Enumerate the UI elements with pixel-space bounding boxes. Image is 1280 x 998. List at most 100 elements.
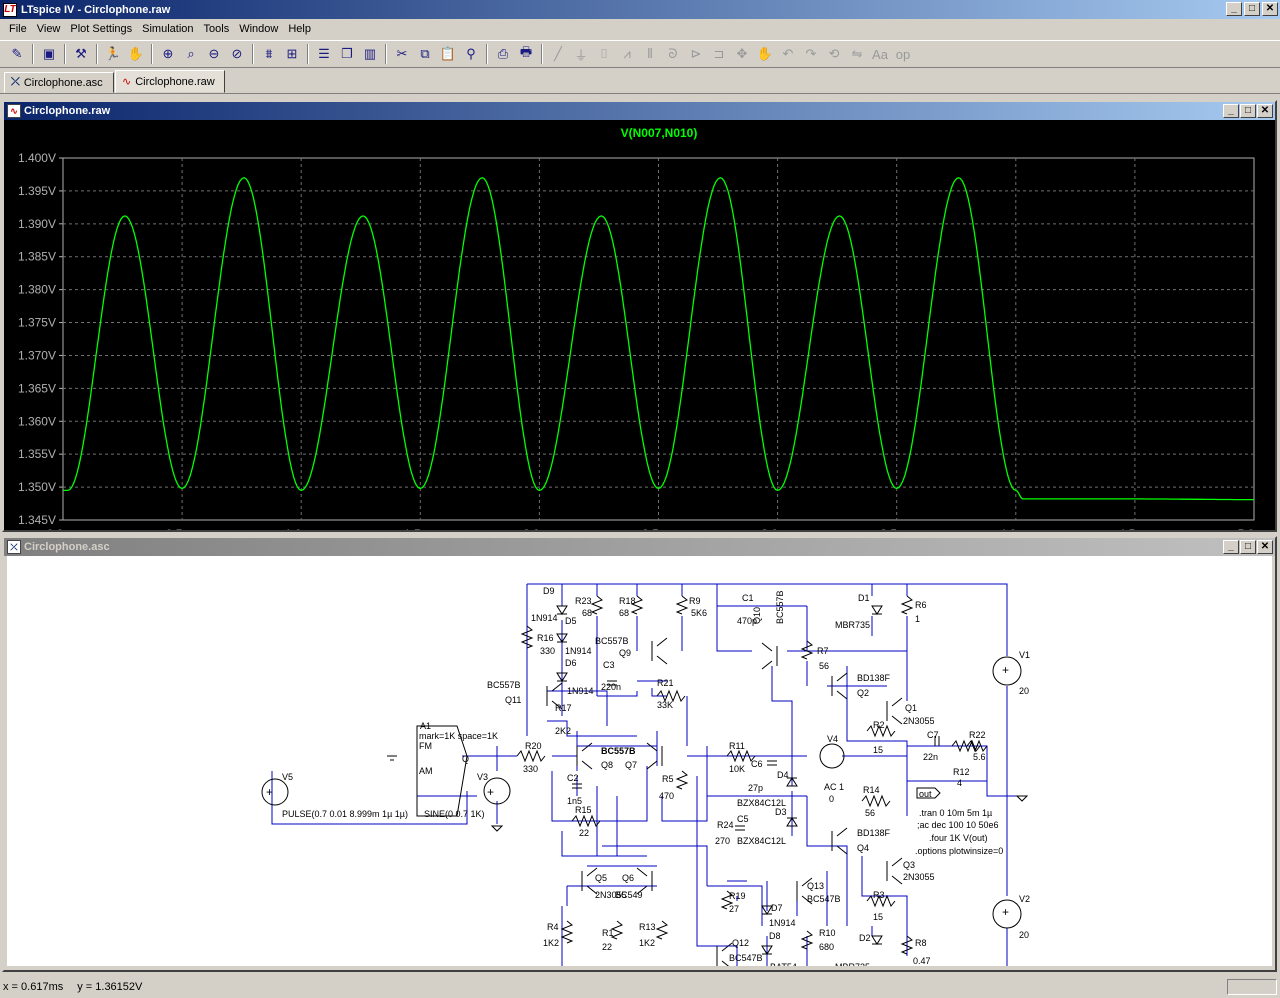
svg-text:R5: R5 bbox=[662, 774, 674, 784]
svg-text:470p: 470p bbox=[737, 616, 757, 626]
svg-text:+: + bbox=[266, 785, 273, 799]
move-icon[interactable]: ✥ bbox=[736, 46, 748, 61]
tab-waveform[interactable]: ∿ Circlophone.raw bbox=[115, 70, 225, 93]
svg-text:BC557B: BC557B bbox=[775, 590, 785, 624]
svg-text:C5: C5 bbox=[737, 814, 749, 824]
zoom-in-icon[interactable]: ⊕ bbox=[162, 46, 174, 61]
mark-unmark-icon[interactable]: ⊞ bbox=[286, 46, 298, 61]
copy-icon[interactable]: ⧉ bbox=[420, 46, 430, 61]
paste-icon[interactable]: 📋 bbox=[439, 46, 457, 61]
tab-schematic[interactable]: ⤫ Circlophone.asc bbox=[4, 72, 114, 93]
y-tick-label: 1.385V bbox=[18, 250, 56, 264]
tile-vertical-icon[interactable]: ▥ bbox=[363, 46, 377, 61]
svg-text:27p: 27p bbox=[748, 783, 763, 793]
undo-icon[interactable]: ↶ bbox=[782, 46, 794, 61]
pan-icon[interactable]: ✋ bbox=[127, 46, 145, 61]
svg-text:R2: R2 bbox=[873, 720, 885, 730]
menu-help[interactable]: Help bbox=[288, 22, 311, 35]
cascade-icon[interactable]: ❐ bbox=[341, 46, 353, 61]
rotate-icon[interactable]: ⟲ bbox=[828, 46, 840, 61]
svg-text:4: 4 bbox=[957, 778, 962, 788]
run-icon[interactable]: 🏃 bbox=[104, 46, 122, 61]
save-icon[interactable]: ▣ bbox=[42, 46, 56, 61]
svg-text:.tran 0 10m 5m 1µ: .tran 0 10m 5m 1µ bbox=[919, 808, 992, 818]
svg-text:Q7: Q7 bbox=[625, 760, 637, 770]
svg-text:Q6: Q6 bbox=[622, 873, 634, 883]
svg-text:V1: V1 bbox=[1019, 650, 1030, 660]
svg-text:15: 15 bbox=[873, 745, 883, 755]
maximize-button[interactable]: □ bbox=[1240, 104, 1256, 118]
svg-text:BZX84C12L: BZX84C12L bbox=[737, 798, 786, 808]
svg-text:0.47: 0.47 bbox=[913, 956, 931, 966]
waveform-icon: ∿ bbox=[122, 76, 132, 88]
find-icon[interactable]: ⚲ bbox=[466, 46, 476, 61]
mirror-icon[interactable]: ⇋ bbox=[851, 46, 863, 61]
svg-text:Q13: Q13 bbox=[807, 881, 824, 891]
x-tick-label: 0.5ms bbox=[166, 527, 199, 530]
schematic-window-titlebar: ⤫ Circlophone.asc _ □ ✕ bbox=[4, 538, 1275, 556]
svg-text:;ac dec 100 10 50e6: ;ac dec 100 10 50e6 bbox=[917, 820, 999, 830]
inductor-icon[interactable]: ᘐ bbox=[668, 46, 678, 61]
maximize-button[interactable]: □ bbox=[1240, 540, 1256, 554]
svg-text:BC557B: BC557B bbox=[487, 680, 521, 690]
zoom-area-icon[interactable]: ⌕ bbox=[187, 46, 195, 61]
document-tabs: ⤫ Circlophone.asc ∿ Circlophone.raw bbox=[0, 70, 1280, 94]
zoom-cancel-icon[interactable]: ⊘ bbox=[231, 46, 243, 61]
svg-text:5.6: 5.6 bbox=[973, 752, 986, 762]
svg-text:2N3055: 2N3055 bbox=[903, 716, 935, 726]
svg-text:Q4: Q4 bbox=[857, 843, 869, 853]
menu-plot-settings[interactable]: Plot Settings bbox=[70, 22, 133, 35]
drag-icon[interactable]: ✋ bbox=[756, 46, 774, 61]
x-tick-label: 2.5ms bbox=[642, 527, 675, 530]
zoom-out-icon[interactable]: ⊖ bbox=[208, 46, 220, 61]
trace-line[interactable] bbox=[63, 176, 1254, 501]
maximize-button[interactable]: □ bbox=[1244, 2, 1260, 16]
menu-view[interactable]: View bbox=[36, 22, 61, 35]
x-tick-label: 0.0ms bbox=[47, 527, 80, 530]
new-schematic-icon[interactable]: ✎ bbox=[11, 46, 23, 61]
svg-text:R4: R4 bbox=[547, 922, 559, 932]
svg-text:V3: V3 bbox=[477, 772, 488, 782]
y-tick-label: 1.390V bbox=[18, 217, 56, 231]
tile-horizontal-icon[interactable]: ☰ bbox=[318, 46, 330, 61]
y-tick-label: 1.375V bbox=[18, 316, 56, 330]
control-panel-icon[interactable]: ⚒ bbox=[75, 46, 87, 61]
svg-text:68: 68 bbox=[619, 608, 629, 618]
capacitor-icon[interactable]: ⫴ bbox=[647, 46, 653, 61]
menu-file[interactable]: File bbox=[9, 22, 27, 35]
svg-text:20: 20 bbox=[1019, 686, 1029, 696]
menu-window[interactable]: Window bbox=[239, 22, 279, 35]
close-button[interactable]: ✕ bbox=[1257, 104, 1273, 118]
minimize-button[interactable]: _ bbox=[1223, 104, 1239, 118]
ground-icon[interactable]: ⏚ bbox=[574, 47, 588, 63]
close-button[interactable]: ✕ bbox=[1262, 2, 1278, 16]
svg-text:BZX84C12L: BZX84C12L bbox=[737, 836, 786, 846]
svg-text:R6: R6 bbox=[915, 600, 927, 610]
wire-icon[interactable]: ╱ bbox=[554, 46, 562, 61]
resistor-icon[interactable]: ⩘ bbox=[623, 46, 631, 61]
minimize-button[interactable]: _ bbox=[1223, 540, 1239, 554]
svg-text:MBR735: MBR735 bbox=[835, 962, 870, 966]
minimize-button[interactable]: _ bbox=[1226, 2, 1242, 16]
diode-icon[interactable]: ⊳ bbox=[690, 46, 702, 61]
component-icon[interactable]: ⊐ bbox=[713, 46, 725, 61]
spice-directive-icon[interactable]: op bbox=[895, 46, 911, 62]
tab-label: Circlophone.raw bbox=[135, 75, 215, 88]
menu-tools[interactable]: Tools bbox=[203, 22, 230, 35]
y-axis-ticks: 1.345V1.350V1.355V1.360V1.365V1.370V1.37… bbox=[18, 151, 56, 527]
waveform-plot[interactable]: 1.345V1.350V1.355V1.360V1.365V1.370V1.37… bbox=[4, 120, 1275, 530]
trace-label[interactable]: V(N007,N010) bbox=[621, 126, 698, 140]
redo-icon[interactable]: ↷ bbox=[805, 46, 817, 61]
close-button[interactable]: ✕ bbox=[1257, 540, 1273, 554]
print-preview-icon[interactable]: ⎙ bbox=[497, 46, 509, 61]
svg-text:270: 270 bbox=[715, 836, 730, 846]
label-icon[interactable]: ⌷ bbox=[600, 46, 608, 61]
autorange-icon[interactable]: ⩩ bbox=[265, 46, 273, 61]
x-tick-label: 4.0ms bbox=[999, 527, 1032, 530]
menu-simulation[interactable]: Simulation bbox=[142, 22, 194, 35]
text-icon[interactable]: Aa bbox=[872, 46, 888, 62]
cut-icon[interactable]: ✂ bbox=[396, 46, 408, 61]
print-icon[interactable]: 🖶 bbox=[519, 44, 533, 59]
